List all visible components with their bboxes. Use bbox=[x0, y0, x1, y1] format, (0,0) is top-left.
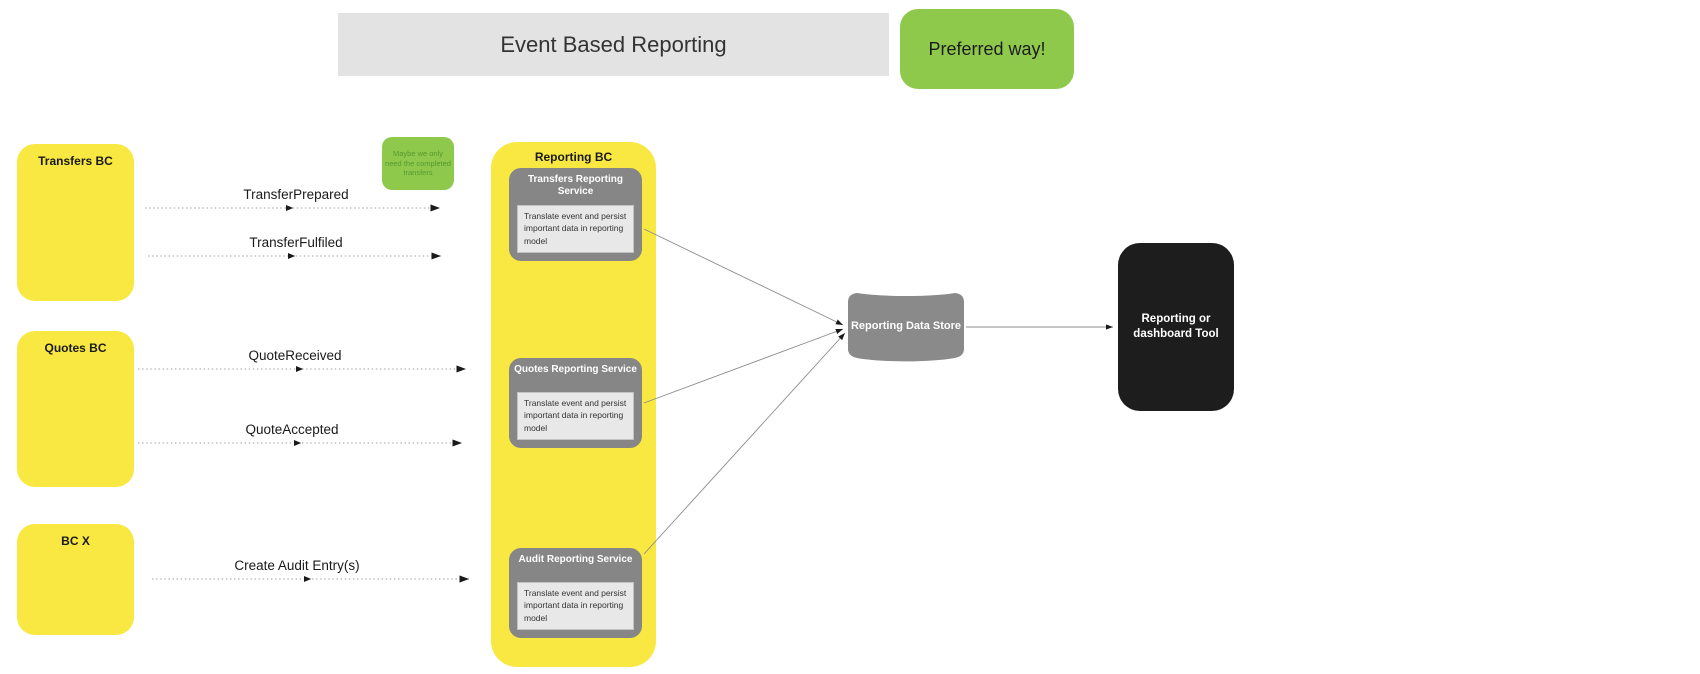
audit-reporting-service-description: Translate event and persist important da… bbox=[517, 582, 634, 630]
edge-label-transfer-fulfiled: TransferFulfiled bbox=[249, 235, 343, 250]
edge-audit-service-to-store bbox=[643, 332, 846, 555]
bc-x-label: BC X bbox=[61, 534, 90, 548]
quotes-reporting-service-title: Quotes Reporting Service bbox=[514, 364, 637, 375]
quotes-bc-label: Quotes BC bbox=[44, 341, 107, 355]
edge-transfers-service-to-store bbox=[643, 228, 844, 326]
diagram-title: Event Based Reporting bbox=[338, 13, 889, 76]
reporting-bc-label: Reporting BC bbox=[534, 150, 613, 164]
edge-quotes-service-to-store bbox=[643, 328, 844, 404]
reporting-data-store-label: Reporting Data Store bbox=[850, 320, 961, 333]
quotes-reporting-service-card: Quotes Reporting Service Translate event… bbox=[509, 358, 642, 448]
audit-reporting-service-title: Audit Reporting Service bbox=[518, 554, 633, 565]
sticky-note-text: Maybe we only need the completed transfe… bbox=[385, 148, 451, 178]
transfers-reporting-service-description: Translate event and persist important da… bbox=[517, 205, 634, 253]
quotes-bc-box: Quotes BC bbox=[17, 331, 134, 487]
preferred-way-text: Preferred way! bbox=[928, 38, 1046, 59]
edge-label-create-audit-entries: Create Audit Entry(s) bbox=[234, 558, 360, 573]
transfers-reporting-service-card: Transfers Reporting Service Translate ev… bbox=[509, 168, 642, 261]
preferred-way-note: Preferred way! bbox=[900, 9, 1074, 89]
reporting-data-store: Reporting Data Store bbox=[848, 291, 964, 363]
edge-label-quote-accepted: QuoteAccepted bbox=[245, 422, 339, 437]
edge-label-quote-received: QuoteReceived bbox=[248, 348, 342, 363]
transfers-reporting-service-title: Transfers Reporting Service bbox=[527, 174, 624, 197]
reporting-dashboard-tool: Reporting or dashboard Tool bbox=[1118, 243, 1234, 411]
quotes-reporting-service-description: Translate event and persist important da… bbox=[517, 392, 634, 440]
transfers-bc-box: Transfers BC bbox=[17, 144, 134, 301]
bc-x-box: BC X bbox=[17, 524, 134, 635]
reporting-bc-container: Reporting BC Transfers Reporting Service… bbox=[491, 142, 656, 667]
reporting-dashboard-tool-label: Reporting or dashboard Tool bbox=[1133, 313, 1219, 340]
transfers-bc-label: Transfers BC bbox=[38, 154, 113, 168]
diagram-title-text: Event Based Reporting bbox=[500, 31, 727, 57]
audit-reporting-service-card: Audit Reporting Service Translate event … bbox=[509, 548, 642, 638]
sticky-note: Maybe we only need the completed transfe… bbox=[382, 137, 454, 190]
edge-label-transfer-prepared: TransferPrepared bbox=[243, 187, 349, 202]
